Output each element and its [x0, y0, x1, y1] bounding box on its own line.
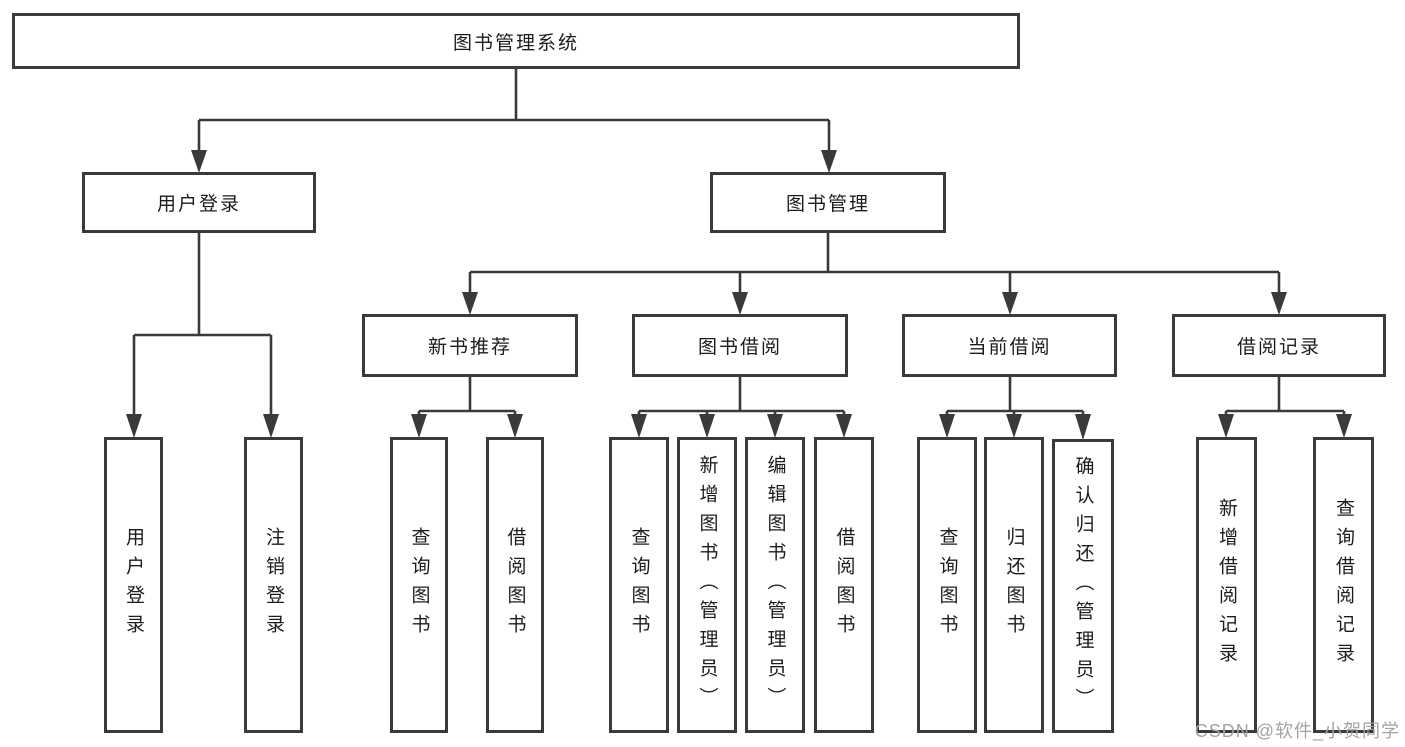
node-current-borrow: 当前借阅 [902, 314, 1117, 377]
leaf-current-confirm-return-admin-label: 确认归还（管理员） [1072, 455, 1094, 717]
node-borrow-record: 借阅记录 [1172, 314, 1386, 377]
node-new-book-recommend: 新书推荐 [362, 314, 578, 377]
node-book-borrow: 图书借阅 [632, 314, 848, 377]
leaf-current-return-book-label: 归还图书 [1003, 527, 1025, 643]
leaf-newbook-query-book-label: 查询图书 [408, 527, 430, 643]
node-current-borrow-label: 当前借阅 [967, 337, 1052, 358]
leaf-borrow-query-book-label: 查询图书 [628, 527, 650, 643]
node-book-management: 图书管理 [710, 172, 946, 233]
node-root: 图书管理系统 [12, 13, 1020, 69]
leaf-current-return-book: 归还图书 [984, 437, 1044, 733]
leaf-borrow-add-book-admin-label: 新增图书（管理员） [696, 454, 718, 716]
leaf-user-login: 用户登录 [104, 437, 163, 733]
leaf-current-confirm-return-admin: 确认归还（管理员） [1052, 439, 1114, 733]
leaf-current-query-book-label: 查询图书 [936, 527, 958, 643]
node-book-management-label: 图书管理 [785, 194, 870, 215]
leaf-record-query-record: 查询借阅记录 [1313, 437, 1374, 733]
leaf-logout-login-label: 注销登录 [263, 527, 284, 643]
leaf-current-query-book: 查询图书 [917, 437, 977, 733]
node-borrow-record-label: 借阅记录 [1236, 337, 1321, 358]
leaf-newbook-query-book: 查询图书 [390, 437, 448, 733]
leaf-borrow-edit-book-admin-label: 编辑图书（管理员） [764, 454, 786, 716]
leaf-record-query-record-label: 查询借阅记录 [1333, 498, 1354, 672]
leaf-borrow-edit-book-admin: 编辑图书（管理员） [745, 437, 805, 733]
leaf-record-add-record: 新增借阅记录 [1196, 437, 1257, 733]
leaf-user-login-label: 用户登录 [123, 527, 144, 643]
leaf-logout-login: 注销登录 [244, 437, 303, 733]
leaf-record-add-record-label: 新增借阅记录 [1216, 498, 1237, 672]
node-root-label: 图书管理系统 [452, 32, 579, 54]
node-new-book-recommend-label: 新书推荐 [427, 337, 512, 358]
node-user-login-label: 用户登录 [156, 194, 241, 215]
arrowheads [126, 150, 1352, 440]
leaf-borrow-query-book: 查询图书 [609, 437, 669, 733]
leaf-borrow-add-book-admin: 新增图书（管理员） [677, 437, 737, 733]
leaf-newbook-borrow-book-label: 借阅图书 [504, 527, 526, 643]
leaf-borrow-borrow-book: 借阅图书 [814, 437, 874, 733]
node-book-borrow-label: 图书借阅 [697, 337, 782, 358]
node-user-login: 用户登录 [82, 172, 316, 233]
leaf-borrow-borrow-book-label: 借阅图书 [833, 527, 855, 643]
leaf-newbook-borrow-book: 借阅图书 [486, 437, 544, 733]
